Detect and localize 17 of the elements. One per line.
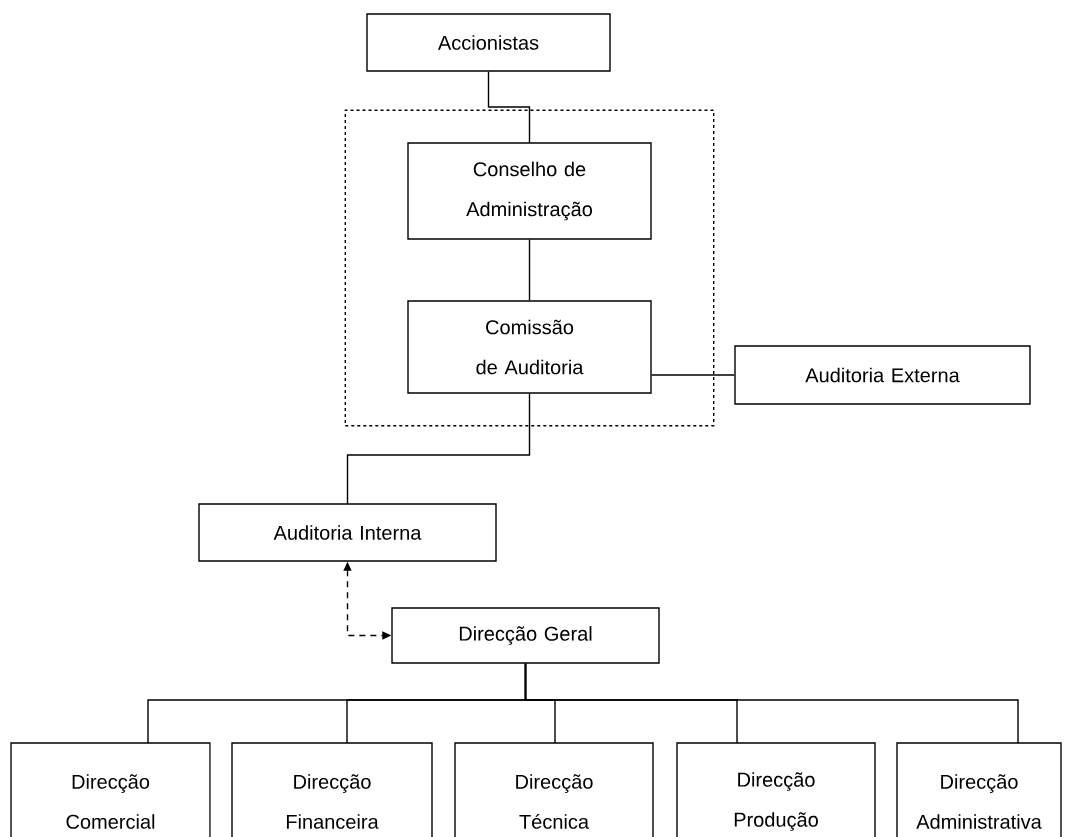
group-frame [344,109,715,427]
org-box: Direcção Técnica [454,742,654,837]
org-box: Auditoria Interna [198,503,497,562]
org-box: Direcção Produção [676,742,876,837]
org-box: Direcção Geral [391,607,660,664]
connector-line [346,393,531,505]
connector-line [528,239,531,301]
org-box: Accionistas [366,13,611,72]
connector-line [524,663,1019,744]
org-box: Direcção Financeira [231,742,433,837]
org-box: Conselho de Administração [407,142,652,240]
org-box: Auditoria Externa [734,345,1031,405]
connector-line [651,374,735,376]
org-box: Comissão de Auditoria [407,300,652,394]
org-box: Direcção Comercial [10,742,211,837]
org-box: Direcção Administrativa [896,742,1062,837]
connector-line [487,71,531,144]
